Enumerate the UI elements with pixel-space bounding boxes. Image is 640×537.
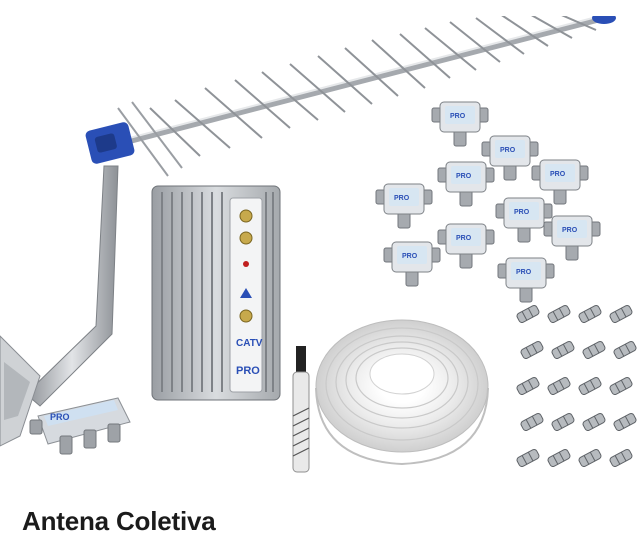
mast-icon bbox=[0, 165, 119, 447]
coax-cable-end-icon bbox=[292, 346, 310, 473]
splitter-2way-icon: PRO bbox=[383, 241, 441, 287]
splitter-brand-text: PRO bbox=[500, 147, 516, 154]
splitter-brand-text: PRO bbox=[516, 269, 532, 276]
connector-icon bbox=[551, 340, 575, 360]
amplifier-brand-text: PRO bbox=[236, 365, 260, 377]
splitter-icon: PRO bbox=[29, 397, 131, 455]
connector-icon bbox=[547, 304, 571, 324]
splitter-2way-icon: PRO bbox=[531, 159, 589, 205]
connector-icon bbox=[516, 376, 540, 396]
splitter-brand-text: PRO bbox=[50, 412, 70, 422]
connector-icon bbox=[516, 304, 540, 324]
splitter-2way-icon: PRO bbox=[437, 223, 495, 269]
connector-icon bbox=[547, 376, 571, 396]
connector-icon bbox=[520, 340, 544, 360]
splitter-brand-text: PRO bbox=[514, 209, 530, 216]
connectors-grid bbox=[516, 304, 637, 468]
connector-icon bbox=[613, 340, 637, 360]
connector-icon bbox=[609, 376, 633, 396]
amplifier-label: CATV bbox=[236, 338, 263, 349]
splitter-brand-text: PRO bbox=[550, 171, 566, 178]
connector-icon bbox=[578, 304, 602, 324]
connector-icon bbox=[609, 448, 633, 468]
splitter-2way-icon: PRO bbox=[497, 257, 555, 303]
splitter-brand-text: PRO bbox=[394, 195, 410, 202]
product-photo[interactable]: PRO bbox=[0, 16, 640, 488]
splitter-2way-icon: PRO bbox=[481, 135, 539, 181]
splitter-brand-text: PRO bbox=[456, 235, 472, 242]
splitter-2way-icon: PRO bbox=[437, 161, 495, 207]
splitter-2way-icon: PRO bbox=[431, 101, 489, 147]
splitter-2way-icon: PRO bbox=[375, 183, 433, 229]
splitter-brand-text: PRO bbox=[562, 227, 578, 234]
product-illustration: PRO bbox=[0, 16, 637, 473]
splitters-cluster: PRO PRO PRO PRO PRO PRO PRO PRO PRO PRO bbox=[375, 101, 601, 303]
connector-icon bbox=[516, 448, 540, 468]
connector-icon bbox=[582, 412, 606, 432]
splitter-brand-text: PRO bbox=[450, 113, 466, 120]
splitter-2way-icon: PRO bbox=[495, 197, 553, 243]
amplifier-icon: CATV PRO bbox=[151, 185, 281, 401]
connector-icon bbox=[520, 412, 544, 432]
connector-icon bbox=[609, 304, 633, 324]
splitter-2way-icon: PRO bbox=[543, 215, 601, 261]
splitter-brand-text: PRO bbox=[402, 253, 418, 260]
cable-coil-icon bbox=[315, 319, 489, 466]
connector-icon bbox=[547, 448, 571, 468]
connector-icon bbox=[551, 412, 575, 432]
splitter-brand-text: PRO bbox=[456, 173, 472, 180]
connector-icon bbox=[578, 448, 602, 468]
top-bar bbox=[0, 0, 640, 17]
connector-icon bbox=[613, 412, 637, 432]
listing-title[interactable]: Antena Coletiva bbox=[22, 506, 216, 536]
connector-icon bbox=[578, 376, 602, 396]
connector-icon bbox=[582, 340, 606, 360]
antenna-icon bbox=[85, 16, 616, 177]
